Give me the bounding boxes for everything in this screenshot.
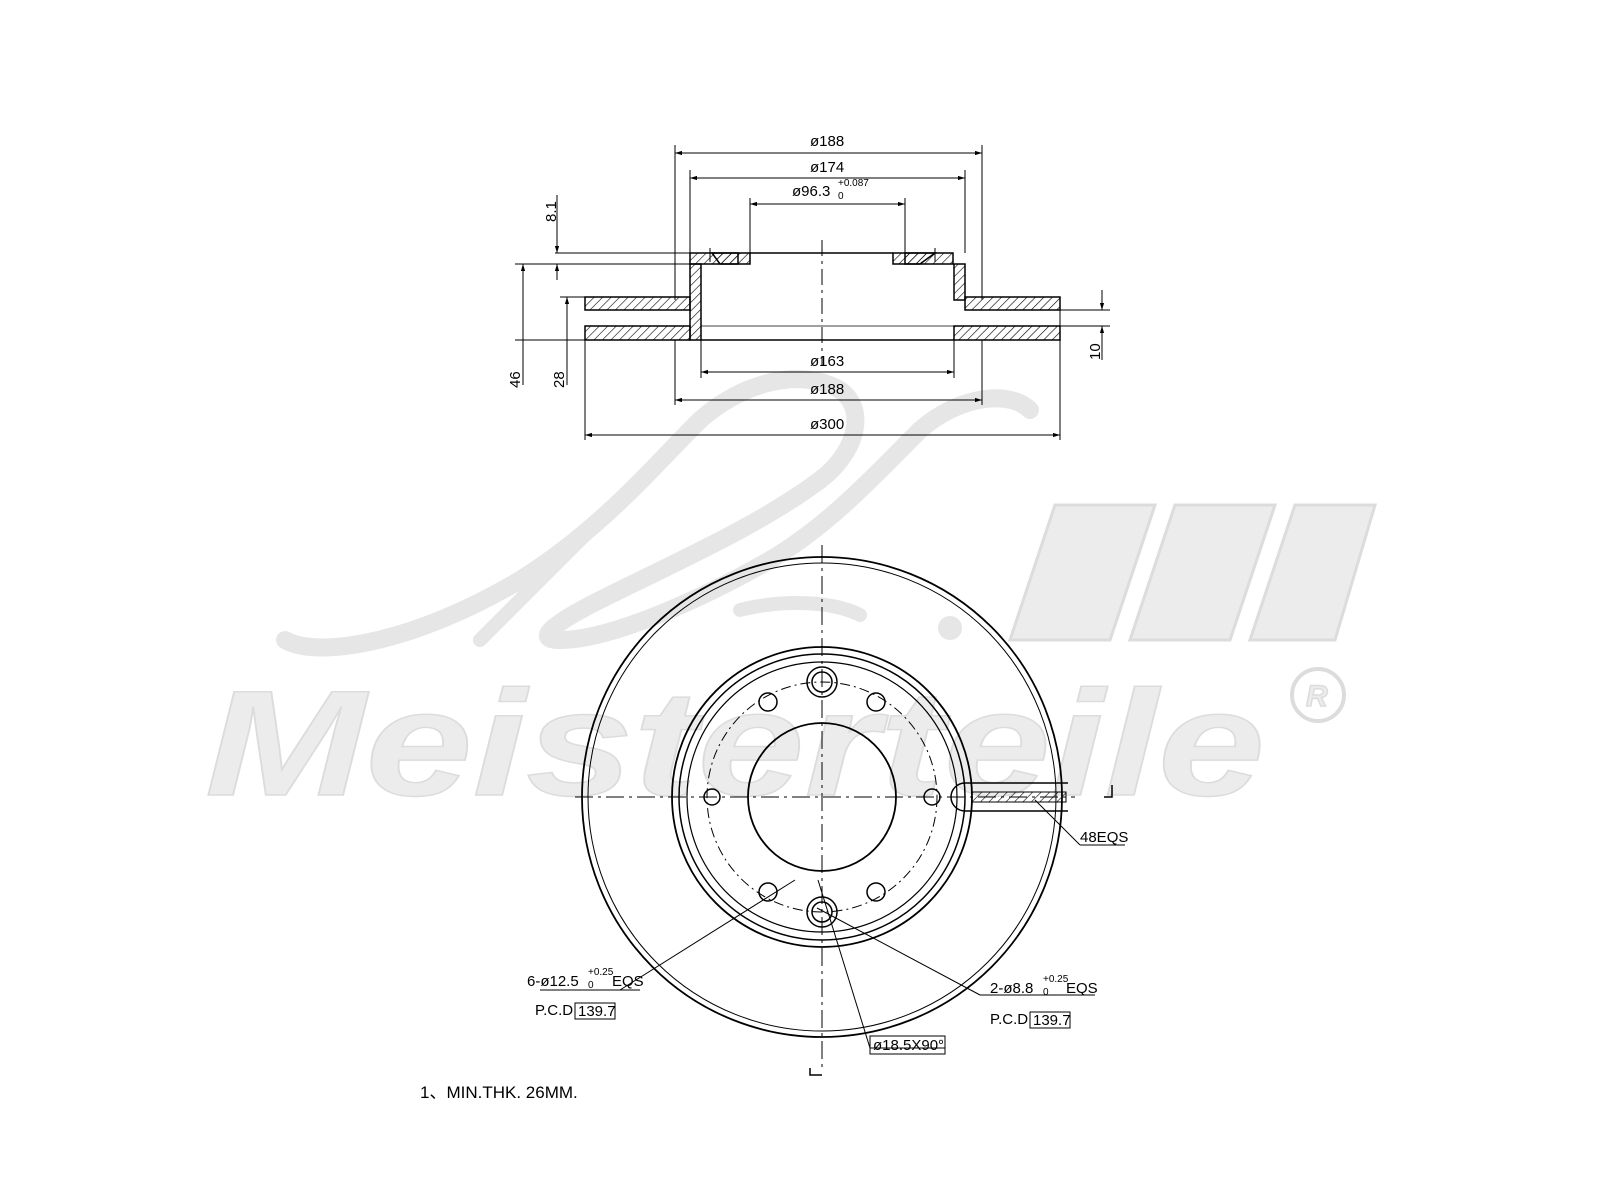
callout-large-holes-suffix: EQS [612, 973, 644, 990]
front-callout-texts: 48EQS 6-ø12.5 +0.25 0 EQS P.C.D 139.7 2-… [527, 829, 1128, 1055]
dim-d163: ø163 [810, 353, 844, 370]
callout-large-holes-tol-upper: +0.25 [588, 967, 614, 978]
callout-small-holes: 2-ø8.8 [990, 980, 1033, 997]
rotor-plate-bottom-left [584, 325, 691, 341]
callout-small-holes-tol-lower: 0 [1043, 987, 1049, 998]
registered-mark: R [1290, 667, 1346, 723]
large-bolt-holes [703, 666, 941, 928]
dim-d96-3-tol-lower: 0 [838, 191, 844, 202]
watermark-stripes-logo [1007, 503, 1378, 642]
dim-d188-top: ø188 [810, 133, 844, 150]
front-leader-lines [540, 799, 1125, 1049]
bolt-hole [758, 692, 778, 712]
rotor-plate-bottom-right [953, 325, 1061, 341]
callout-small-pcd-value: 139.7 [1033, 1012, 1071, 1029]
dim-d96-3: ø96.3 [792, 183, 830, 200]
svg-text:R: R [1306, 680, 1328, 713]
hat-top-left-step [710, 252, 751, 265]
callout-small-holes-suffix: EQS [1066, 980, 1098, 997]
dim-28: 28 [551, 371, 568, 388]
callout-large-holes: 6-ø12.5 [527, 973, 579, 990]
dim-d174: ø174 [810, 159, 844, 176]
bolt-hole [866, 692, 886, 712]
rotor-plate-top-right [964, 296, 1061, 311]
callout-large-pcd-box [574, 1002, 616, 1020]
bolt-hole [806, 666, 838, 698]
hat-wall-right [953, 263, 966, 301]
section-mark-right [1104, 785, 1113, 798]
callout-chamfer: ø18.5X90° [873, 1037, 944, 1054]
callout-chamfer-box [869, 1035, 946, 1055]
note-min-thickness: 1、MIN.THK. 26MM. [420, 1083, 578, 1102]
hat-top-right-step [892, 252, 938, 265]
watermark-brand: Meisterteile [205, 659, 1265, 827]
callout-small-pcd-label: P.C.D [990, 1011, 1028, 1028]
dim-d300: ø300 [810, 416, 844, 433]
vent-slot [950, 782, 1068, 812]
side-dimension-lines [515, 145, 1110, 440]
side-dimension-texts: ø188 ø174 ø96.3 +0.087 0 8.1 ø163 ø188 ø… [507, 133, 1104, 433]
bolt-hole [866, 882, 886, 902]
section-mark-bottom [809, 1068, 822, 1076]
callout-large-pcd-label: P.C.D [535, 1002, 573, 1019]
rotor-plate-top-left [584, 296, 691, 311]
hat-wall-left [689, 263, 702, 341]
callout-small-holes-tol-upper: +0.25 [1043, 974, 1069, 985]
dim-d96-3-tol-upper: +0.087 [838, 178, 869, 189]
watermark-script: A.L. [377, 527, 607, 661]
callout-large-pcd-value: 139.7 [578, 1003, 616, 1020]
callout-small-pcd-box [1029, 1011, 1071, 1029]
front-view [575, 545, 1113, 1076]
bolt-hole [758, 882, 778, 902]
watermark: A.L. Meisterteile R [204, 370, 1378, 828]
watermark-script-stroke-2 [473, 513, 867, 647]
dim-8-1: 8.1 [543, 201, 560, 222]
dim-10: 10 [1087, 343, 1104, 360]
callout-large-holes-tol-lower: 0 [588, 980, 594, 991]
dim-d188-bottom: ø188 [810, 381, 844, 398]
watermark-dot [938, 616, 962, 640]
callout-48eqs: 48EQS [1080, 829, 1128, 846]
dim-46: 46 [507, 371, 524, 388]
side-section-view [584, 240, 1061, 365]
